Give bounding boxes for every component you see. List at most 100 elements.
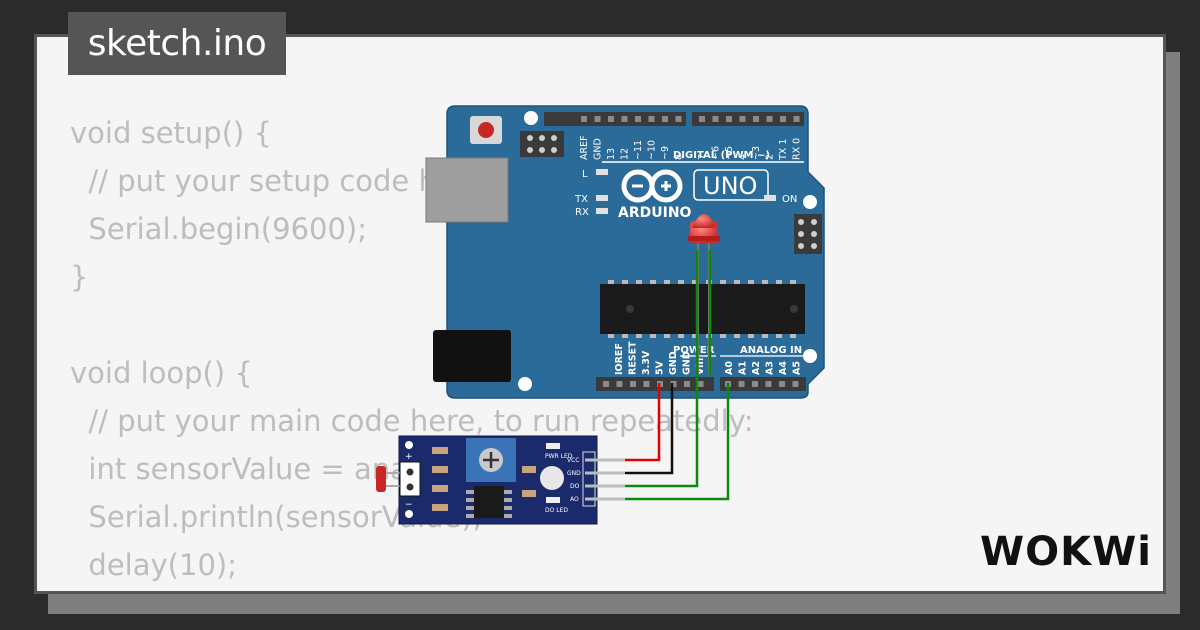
header-pin[interactable] (753, 116, 759, 122)
on-label: ON (782, 194, 797, 205)
chip-pin (762, 280, 768, 284)
power-label: POWER (673, 345, 715, 356)
top-pin-label: AREF (579, 135, 590, 160)
digital-header-left (544, 112, 686, 126)
top-pin-label: ~9 (660, 146, 671, 160)
header-pin[interactable] (779, 381, 785, 387)
header-pin[interactable] (739, 116, 746, 122)
pwr-led-label: PWR LED (545, 453, 573, 460)
chip-pin (678, 334, 684, 338)
wires (600, 250, 730, 501)
icsp-header-right (794, 214, 822, 254)
dc-jack (433, 330, 511, 382)
analog-header (720, 377, 806, 391)
header-pin[interactable] (699, 116, 705, 122)
top-pin-label: RX 0 (792, 138, 803, 160)
chip-pin (678, 280, 684, 284)
chip-pin (790, 334, 796, 338)
code-line: Serial.begin(9600); (70, 212, 368, 246)
l-label: L (582, 169, 588, 180)
icsp-header (520, 131, 564, 157)
header-pin[interactable] (603, 381, 609, 387)
ldr-sensor-module[interactable]: + − PWR LED DO LED VCC G (376, 435, 625, 525)
top-pin-label: 8 (674, 154, 685, 160)
file-tab[interactable]: sketch.ino (68, 12, 286, 75)
header-pin[interactable] (684, 381, 690, 387)
top-pin-label: 12 (620, 148, 631, 160)
digital-header-right (692, 112, 804, 126)
top-pin-label: 2 (765, 154, 776, 160)
top-pin-label: ~11 (633, 140, 644, 160)
header-pin[interactable] (712, 116, 719, 122)
pin-gnd-label: GND (567, 470, 581, 477)
header-pin[interactable] (697, 381, 704, 387)
chip-pin (650, 334, 656, 338)
chip-pin (664, 280, 670, 284)
header-pin[interactable] (635, 116, 641, 122)
code-line: delay(10); (70, 548, 237, 582)
chip-pin (636, 334, 642, 338)
tx-led (596, 195, 608, 201)
chip-pin (608, 280, 614, 284)
chip-pin (692, 280, 698, 284)
chip-pin (776, 280, 782, 284)
chip-pin (692, 334, 698, 338)
header-pin[interactable] (594, 116, 601, 122)
chip-pin (762, 334, 768, 338)
header-pin[interactable] (630, 381, 636, 387)
chip-pin (734, 334, 740, 338)
code-line: void setup() { (70, 116, 272, 150)
power-pin-label: 3.3V (641, 350, 652, 375)
svg-text:−: − (405, 500, 413, 510)
header-pin[interactable] (792, 381, 799, 387)
header-pin[interactable] (670, 381, 677, 387)
rx-led (596, 208, 608, 214)
arduino-logo-icon (621, 169, 683, 203)
usb-port (425, 157, 509, 223)
top-pin-label: 13 (606, 148, 617, 160)
sensor-led (540, 466, 564, 490)
chip-pin (748, 334, 754, 338)
wire-do[interactable] (600, 376, 699, 488)
reset-button-cap (478, 122, 494, 138)
svg-text:+: + (405, 452, 413, 462)
wire-ao[interactable] (600, 383, 730, 501)
header-pin[interactable] (643, 381, 650, 387)
header-pin[interactable] (726, 116, 732, 122)
header-pin[interactable] (581, 116, 587, 122)
header-pin[interactable] (752, 381, 758, 387)
header-pin[interactable] (662, 116, 668, 122)
code-line: } (70, 260, 89, 294)
wokwi-logo[interactable]: WOKWi (978, 527, 1148, 577)
header-pin[interactable] (766, 116, 773, 122)
chip-pin (790, 280, 796, 284)
header-pin[interactable] (621, 116, 628, 122)
analog-label: ANALOG IN (740, 345, 802, 356)
chip-pin (650, 280, 656, 284)
header-pin[interactable] (648, 116, 655, 122)
chip-pin (776, 334, 782, 338)
power-pin-label: Vin (695, 358, 706, 375)
header-pin[interactable] (616, 381, 623, 387)
chip-pin (720, 334, 726, 338)
digital-header-label: DIGITAL (PWM ~) (673, 150, 770, 161)
header-pin[interactable] (793, 116, 800, 122)
analog-pin-label: A2 (751, 361, 762, 375)
header-pin[interactable] (780, 116, 786, 122)
power-pin-label: 5V (655, 360, 666, 375)
power-pin-label: RESET (628, 341, 639, 375)
header-pin[interactable] (675, 116, 682, 122)
header-pin[interactable] (608, 116, 614, 122)
analog-pin-label: A3 (765, 361, 776, 375)
pin-ao-label: AO (570, 496, 579, 503)
rx-label: RX (575, 207, 589, 218)
power-pin-label: GND (682, 351, 693, 375)
power-header (596, 377, 714, 391)
wokwi-logo-text: WOKWi (980, 529, 1148, 575)
header-pin[interactable] (765, 381, 772, 387)
header-pin[interactable] (738, 381, 745, 387)
top-pin-label: ~3 (751, 146, 762, 160)
chip-pin (748, 280, 754, 284)
